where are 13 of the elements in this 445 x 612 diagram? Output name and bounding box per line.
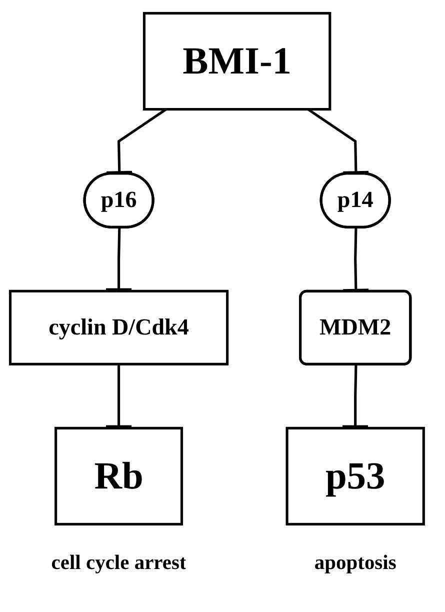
node-box — [54, 427, 184, 526]
node-label: apoptosis — [314, 552, 396, 574]
node-label: cell cycle arrest — [51, 552, 186, 574]
node-box — [142, 12, 332, 111]
inhibition-line — [104, 228, 134, 292]
node-box — [286, 427, 425, 526]
inhibition-line — [342, 228, 370, 292]
inhibition-line — [340, 364, 370, 429]
flowchart: BMI-1 p16 p14 cyclin D/Cdk4 MDM2 Rb p53 cell cycle arrest apoptosis — [0, 3, 445, 609]
inhibition-line — [104, 364, 134, 429]
inhibition-line — [307, 108, 370, 175]
inhibition-line — [105, 108, 167, 175]
node-box — [8, 290, 229, 366]
